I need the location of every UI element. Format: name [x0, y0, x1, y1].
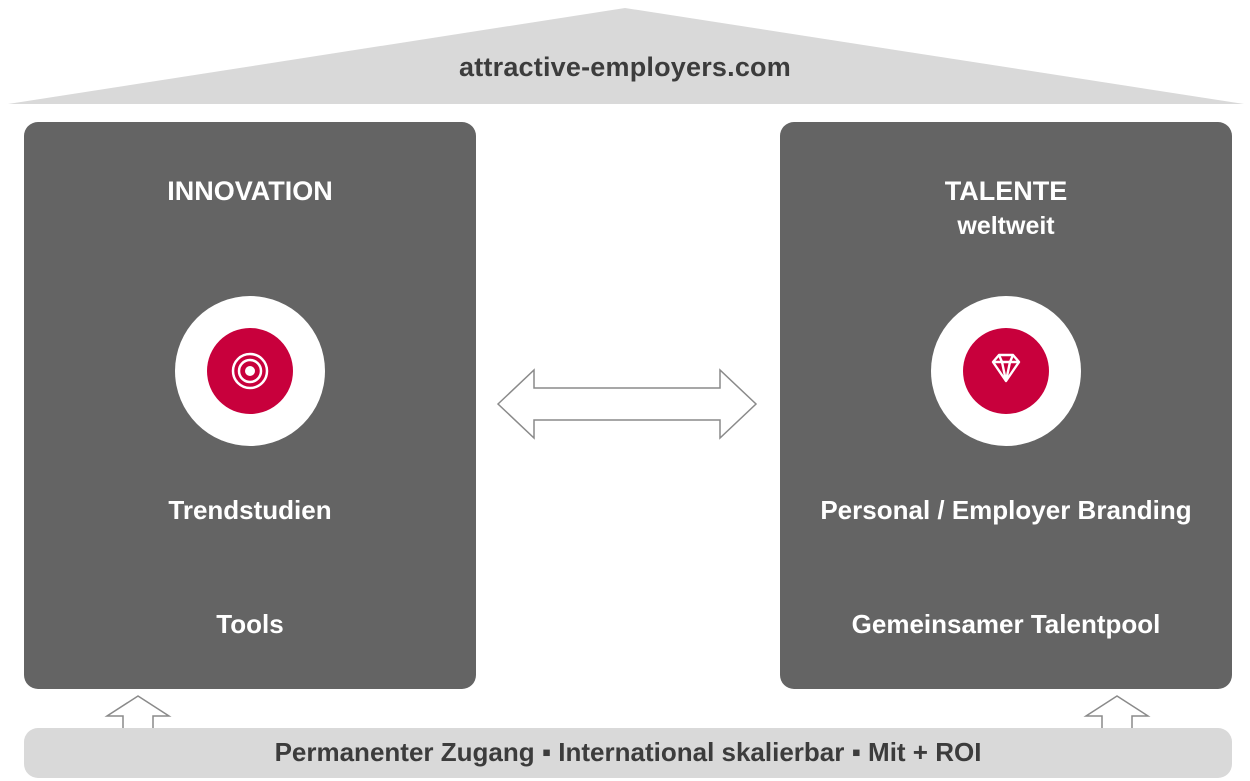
- double-arrow-icon: [496, 368, 758, 440]
- foundation-label: Permanenter Zugang ▪ International skali…: [274, 737, 982, 767]
- pillar-title: INNOVATION: [24, 174, 476, 208]
- pillar-item-tools: Tools: [216, 609, 284, 639]
- pillar-item-trendstudien: Trendstudien: [168, 495, 332, 525]
- pillar-innovation: INNOVATION Trendstudien Tools: [24, 122, 476, 689]
- diamond-icon: [963, 328, 1049, 414]
- roof-shape: [8, 8, 1244, 104]
- roof-label: attractive-employers.com: [459, 52, 791, 82]
- icon-circle: [931, 296, 1081, 446]
- pillar-title-text: TALENTE: [944, 176, 1068, 206]
- pillar-talente: TALENTE weltweit Personal / Employer Bra…: [780, 122, 1232, 689]
- foundation-bar: Permanenter Zugang ▪ International skali…: [24, 728, 1232, 778]
- pillar-title-text: INNOVATION: [167, 176, 333, 206]
- pillar-item-branding: Personal / Employer Branding: [820, 495, 1192, 525]
- target-icon: [207, 328, 293, 414]
- icon-circle: [175, 296, 325, 446]
- pillar-subtitle: weltweit: [957, 212, 1055, 240]
- pillar-title: TALENTE weltweit: [780, 174, 1232, 244]
- pillar-item-talentpool: Gemeinsamer Talentpool: [851, 609, 1161, 639]
